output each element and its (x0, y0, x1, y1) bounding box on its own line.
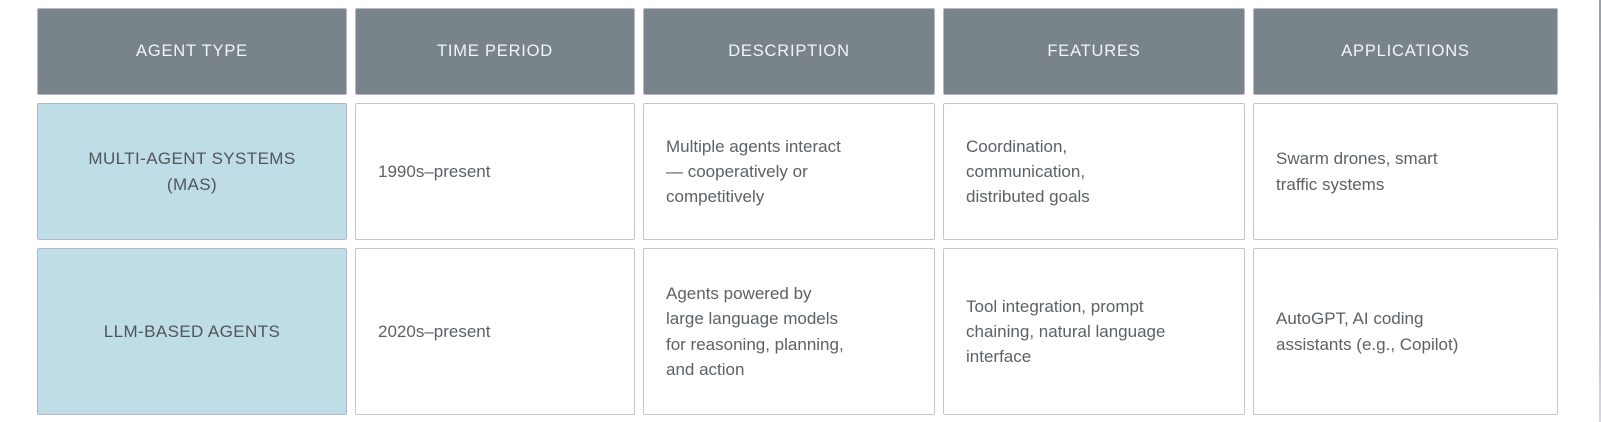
column-header-applications: APPLICATIONS (1253, 8, 1558, 95)
row2-features-cell: Tool integration, prompt chaining, natur… (943, 248, 1245, 415)
row1-agent-type-cell: MULTI-AGENT SYSTEMS (MAS) (37, 103, 347, 240)
row1-applications-cell: Swarm drones, smart traffic systems (1253, 103, 1558, 240)
column-header-agent-type: AGENT TYPE (37, 8, 347, 95)
row2-time-period-cell: 2020s–present (355, 248, 635, 415)
row2-description-cell: Agents powered by large language models … (643, 248, 935, 415)
row1-features-cell: Coordination, communication, distributed… (943, 103, 1245, 240)
row1-description-cell: Multiple agents interact — cooperatively… (643, 103, 935, 240)
window-right-edge-line (1599, 0, 1601, 422)
column-header-features: FEATURES (943, 8, 1245, 95)
column-header-description: DESCRIPTION (643, 8, 935, 95)
row2-applications-cell: AutoGPT, AI coding assistants (e.g., Cop… (1253, 248, 1558, 415)
row1-time-period-cell: 1990s–present (355, 103, 635, 240)
agent-comparison-table: AGENT TYPE TIME PERIOD DESCRIPTION FEATU… (37, 8, 1558, 415)
column-header-time-period: TIME PERIOD (355, 8, 635, 95)
row2-agent-type-cell: LLM-BASED AGENTS (37, 248, 347, 415)
